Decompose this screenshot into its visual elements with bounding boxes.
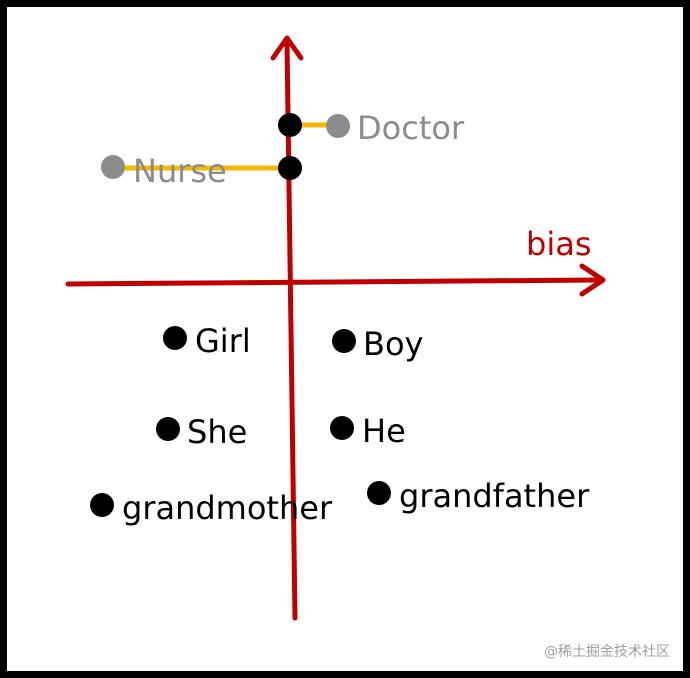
grandmother-point [90, 493, 114, 517]
nurse-point [101, 155, 125, 179]
girl-point [163, 326, 187, 350]
doctor-label: Doctor [357, 109, 465, 147]
nurse-label: Nurse [133, 152, 227, 190]
boy-point [332, 329, 356, 353]
grandmother-label: grandmother [122, 489, 333, 527]
she-point [156, 417, 180, 441]
he-point [330, 416, 354, 440]
nurse-projection-point [278, 156, 302, 180]
boy-label: Boy [363, 325, 423, 363]
she-label: She [187, 413, 247, 451]
he-label: He [362, 412, 406, 450]
watermark-text: @稀土掘金技术社区 [544, 644, 670, 660]
grandfather-point [367, 481, 391, 505]
doctor-projection-point [278, 113, 302, 137]
vertical-axis [284, 39, 298, 621]
vertical-axis-arrowhead [270, 35, 304, 61]
grandfather-label: grandfather [399, 477, 590, 515]
horizontal-axis [65, 277, 603, 287]
horizontal-axis-arrowhead [579, 263, 606, 297]
girl-label: Girl [195, 322, 251, 360]
doctor-point [326, 114, 350, 138]
x-axis-label: bias [526, 225, 591, 263]
